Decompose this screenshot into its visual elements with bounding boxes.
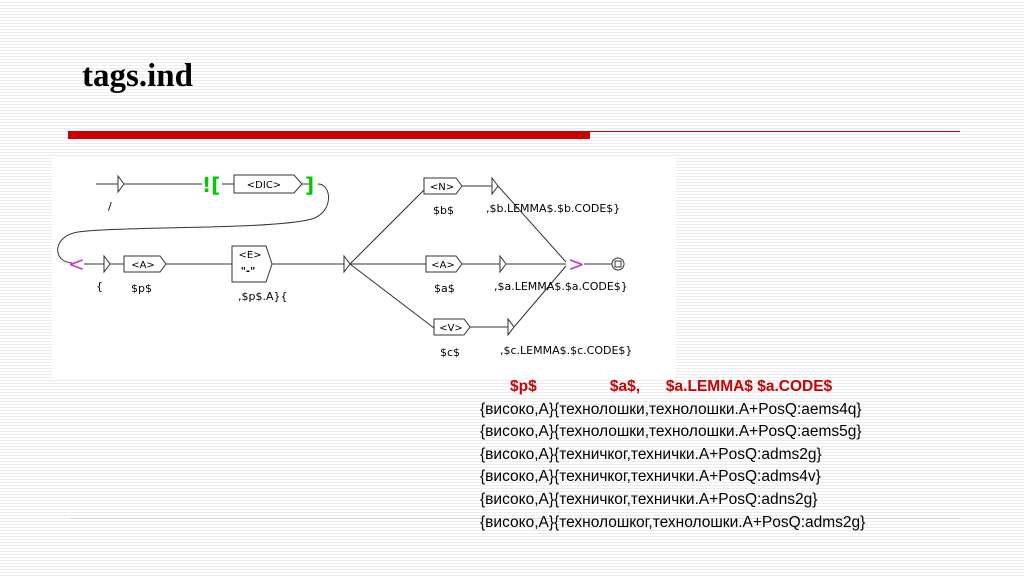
title-underline-thin — [590, 131, 960, 132]
node-a-mid: <A> — [425, 255, 463, 273]
node-out-b-box — [491, 176, 499, 196]
out-a-label: ,$a.LEMMA$.$a.CODE$} — [494, 280, 628, 293]
output-row: {високо,A}{техничкoг,технички.A+PosQ:adm… — [480, 445, 822, 463]
edge-loop — [57, 183, 330, 264]
var-c-label: $c$ — [440, 346, 460, 359]
out-b-label: ,$b.LEMMA$.$b.CODE$} — [486, 202, 620, 215]
node-e-sublabel: "-" — [241, 266, 256, 277]
node-slash-box — [117, 174, 125, 194]
context-open: < — [68, 252, 85, 276]
node-a-mid-label: <A> — [431, 260, 455, 271]
var-b-label: $b$ — [433, 204, 454, 217]
out-e-label: ,$p$.A}{ — [238, 290, 288, 303]
edge-out-c-to-ctx — [513, 265, 567, 328]
output-row: {високо,A}{техничкoг,технички.A+PosQ:adm… — [480, 468, 821, 486]
output-row: {високо,A}{технолошки,технолошки.A+PosQ:… — [480, 400, 862, 418]
node-n: <N> — [423, 177, 463, 195]
title-underline-bar — [68, 131, 590, 139]
node-e-label: <E> — [238, 250, 261, 261]
var-a-label: $a$ — [434, 282, 455, 295]
brace-label: { — [96, 280, 103, 293]
node-a-left-label: <A> — [131, 260, 155, 271]
node-n-label: <N> — [430, 182, 454, 193]
node-dic: <DIC> — [233, 174, 303, 194]
node-out-c-box — [507, 317, 515, 337]
node-v: <V> — [433, 318, 471, 336]
node-e: <E> "-" — [231, 245, 273, 283]
edge-out-b-to-ctx — [497, 185, 567, 263]
final-state-inner — [614, 260, 622, 268]
negation-open: ![ — [202, 173, 220, 197]
output-row: {високо,A}{техничкoг,технички.A+PosQ:adn… — [480, 490, 818, 508]
output-row: {високо,A}{технолошкoг,технолошки.A+PosQ… — [480, 513, 866, 531]
node-brace-box — [103, 254, 111, 274]
footer-divider — [68, 518, 960, 519]
var-p-label: $p$ — [131, 282, 152, 295]
node-v-label: <V> — [439, 323, 463, 334]
slash-label: / — [108, 200, 112, 213]
slide-title: tags.ind — [82, 58, 193, 94]
final-state — [611, 257, 625, 271]
node-out-a-box — [499, 254, 507, 274]
context-close: > — [568, 252, 585, 276]
negation-close: ] — [305, 173, 314, 197]
edge-split-to-n — [349, 189, 425, 265]
node-dic-label: <DIC> — [247, 180, 281, 191]
output-header: $p$ $a$, $a.LEMMA$ $a.CODE$ — [510, 378, 833, 395]
edge-split-to-v — [349, 263, 435, 329]
out-c-label: ,$c.LEMMA$.$c.CODE$} — [500, 344, 632, 357]
output-row: {високо,A}{технолошки,технолошки.A+PosQ:… — [480, 423, 862, 441]
node-a-left: <A> — [123, 255, 167, 273]
node-split-box — [343, 254, 351, 274]
output-table: $p$ $a$, $a.LEMMA$ $a.CODE$ {високо,A}{т… — [480, 376, 865, 534]
